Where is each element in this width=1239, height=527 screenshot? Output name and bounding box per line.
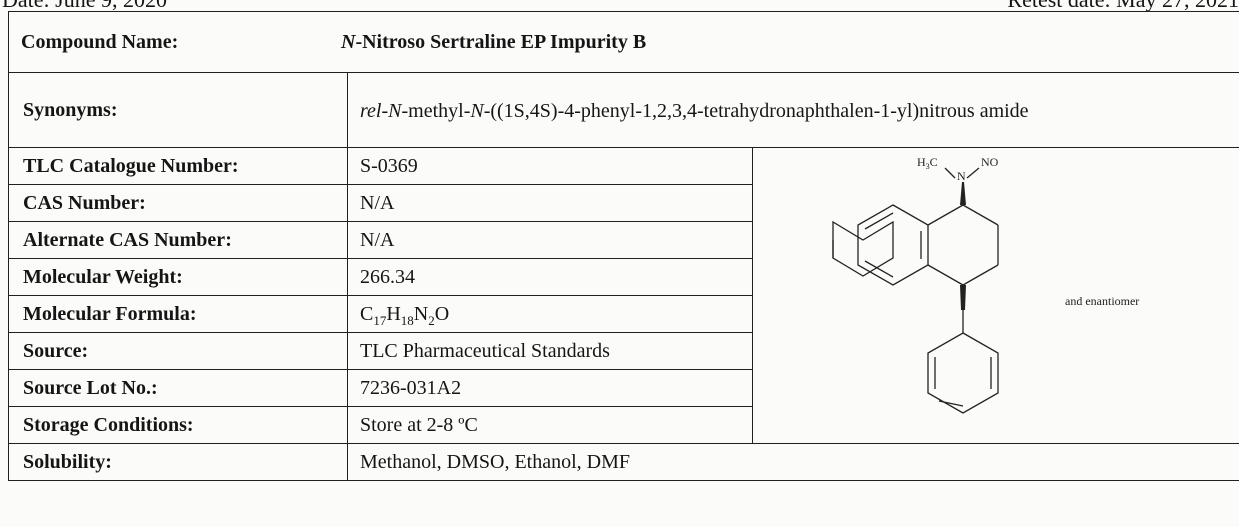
synonym-italic-1: rel-N bbox=[360, 99, 402, 122]
synonyms-label: Synonyms: bbox=[8, 72, 348, 148]
lot-value: 7236-031A2 bbox=[347, 369, 753, 407]
solubility-value: Methanol, DMSO, Ethanol, DMF bbox=[346, 443, 1239, 481]
cas-label: CAS Number: bbox=[8, 184, 348, 222]
alt-cas-label: Alternate CAS Number: bbox=[8, 221, 348, 259]
synonyms-value: rel-N-methyl-N-((1S,4S)-4-phenyl-1,2,3,4… bbox=[346, 72, 1239, 148]
cas-value: N/A bbox=[347, 184, 753, 222]
source-row: Source: TLC Pharmaceutical Standards bbox=[8, 332, 1239, 370]
formula-label: Molecular Formula: bbox=[8, 295, 348, 333]
n-atom-label: N bbox=[957, 169, 966, 183]
retest-date: Retest date: May 27, 2021 bbox=[1007, 0, 1239, 13]
compound-name-cell: Compound Name: N-Nitroso Sertraline EP Im… bbox=[7, 11, 1239, 73]
enantiomer-note: and enantiomer bbox=[1065, 294, 1139, 308]
source-value: TLC Pharmaceutical Standards bbox=[347, 332, 753, 370]
formula-row: Molecular Formula: C17H18N2O bbox=[8, 295, 1239, 333]
h3c-label: H3C bbox=[917, 155, 938, 171]
compound-name-label: Compound Name: bbox=[21, 30, 179, 53]
compound-name-value: N-Nitroso Sertraline EP Impurity B bbox=[341, 31, 646, 53]
synonym-text-2: -((1S,4S)-4-phenyl-1,2,3,4-tetrahydronap… bbox=[483, 99, 1029, 122]
catalogue-label: TLC Catalogue Number: bbox=[8, 147, 348, 185]
solubility-row: Solubility: Methanol, DMSO, Ethanol, DMF bbox=[8, 443, 1239, 481]
synonym-italic-2: N bbox=[470, 99, 484, 122]
compound-name-italic: N bbox=[341, 30, 356, 53]
synonym-text-1: -methyl- bbox=[401, 99, 471, 122]
structure-cell: H3C N NO and enantiomer bbox=[751, 147, 1239, 444]
issue-date: Date: June 9, 2020 bbox=[2, 0, 167, 13]
compound-info-table: Compound Name:N-Nitroso Sertraline EP Im… bbox=[7, 11, 1239, 481]
alt-cas-row: Alternate CAS Number: N/A bbox=[8, 221, 1239, 259]
lot-label: Source Lot No.: bbox=[8, 369, 348, 407]
mw-value: 266.34 bbox=[347, 258, 753, 296]
compound-name-row: Compound Name: N-Nitroso Sertraline EP Im… bbox=[7, 11, 1239, 73]
alt-cas-value: N/A bbox=[347, 221, 753, 259]
chemical-structure: H3C N NO and enantiomer bbox=[832, 155, 1139, 414]
no-group-label: NO bbox=[981, 155, 999, 169]
storage-value: Store at 2-8 ºC bbox=[347, 406, 753, 444]
formula-value: C17H18N2O bbox=[347, 295, 753, 333]
mw-row: Molecular Weight: 266.34 bbox=[8, 258, 1239, 296]
storage-label: Storage Conditions: bbox=[8, 406, 348, 444]
compound-name-text: -Nitroso Sertraline EP Impurity B bbox=[355, 30, 647, 53]
synonyms-row: Synonyms: rel-N-methyl-N-((1S,4S)-4-phen… bbox=[8, 72, 1239, 148]
page-header: Date: June 9, 2020 Retest date: May 27, … bbox=[0, 0, 1239, 13]
lot-row: Source Lot No.: 7236-031A2 bbox=[8, 369, 1239, 407]
storage-row: Storage Conditions: Store at 2-8 ºC bbox=[8, 406, 1239, 444]
source-label: Source: bbox=[8, 332, 348, 370]
mw-label: Molecular Weight: bbox=[8, 258, 348, 296]
catalogue-row: TLC Catalogue Number: S-0369 bbox=[8, 147, 1239, 444]
solubility-label: Solubility: bbox=[8, 443, 348, 481]
catalogue-value: S-0369 bbox=[347, 147, 753, 185]
